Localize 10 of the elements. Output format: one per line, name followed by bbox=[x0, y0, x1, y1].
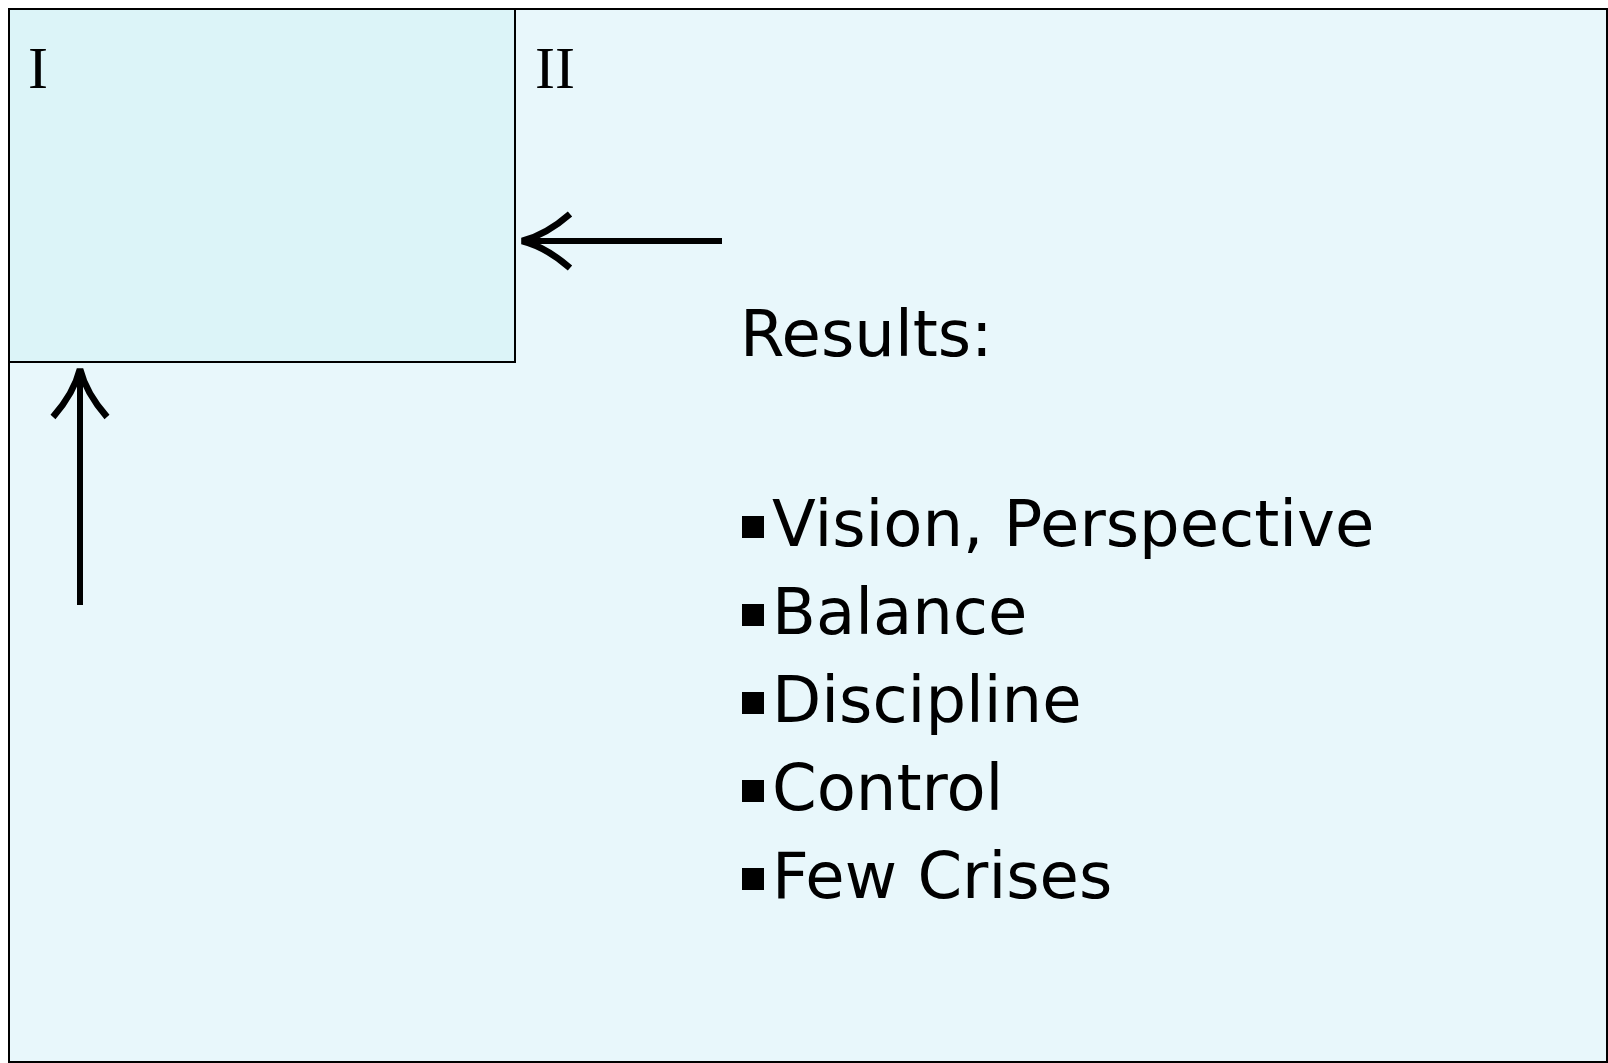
quadrant-panel bbox=[8, 8, 1608, 1063]
list-item: Balance bbox=[738, 568, 1375, 656]
quadrant-box bbox=[8, 8, 516, 363]
list-item: Control bbox=[738, 744, 1375, 832]
list-item: Few Crises bbox=[738, 832, 1375, 920]
quadrant-number: I bbox=[28, 38, 48, 98]
results-heading: Results: bbox=[740, 302, 993, 366]
list-item: Vision, Perspective bbox=[738, 480, 1375, 568]
list-item: Discipline bbox=[738, 656, 1375, 744]
quadrant-number: II bbox=[535, 38, 575, 98]
